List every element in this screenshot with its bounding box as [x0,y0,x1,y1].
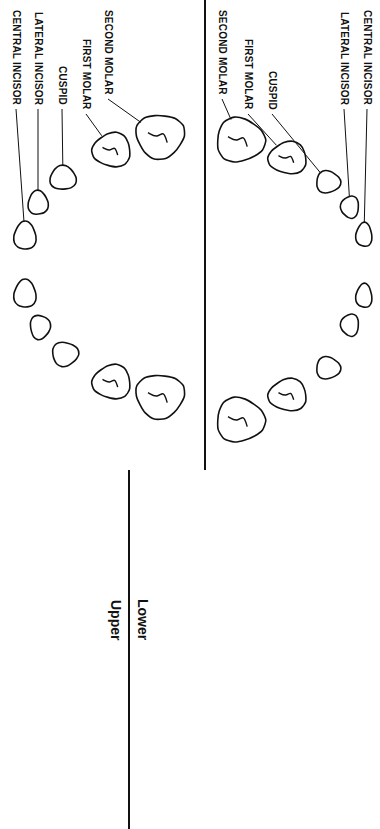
leader-line [62,109,64,166]
tooth-outline [92,132,130,167]
tooth-cusp [279,156,294,163]
tooth-cusp [279,393,294,400]
tooth-outline [317,171,341,193]
tooth-cusp [103,147,118,155]
tooth-outline [28,190,48,214]
leader-line [364,109,367,223]
tooth-label: CUSPID [267,71,277,110]
divider-line [204,0,206,470]
tooth-outline [268,141,306,174]
tooth-outline [50,165,76,189]
divider-line [128,470,130,829]
tooth-outline [14,279,36,307]
tooth-outline [340,314,358,337]
tooth-label: SECOND MOLAR [103,10,113,95]
tooth-cusp [103,379,118,387]
tooth-cusp [228,137,247,147]
leader-line [38,109,39,191]
leader-line [222,99,231,120]
tooth-outline [317,357,341,379]
tooth-label: FIRST MOLAR [243,39,253,110]
tooth-outline [53,342,79,366]
tooth-outline [218,397,266,442]
tooth-label: LATERAL INCISOR [339,12,349,105]
tooth-label: FIRST MOLAR [81,39,91,110]
tooth-cusp [228,417,247,427]
arch-label: Lower [136,599,150,640]
leader-line [86,114,102,136]
tooth-outline [340,196,358,219]
tooth-outline [356,283,372,307]
tooth-outline [136,376,184,420]
tooth-label: LATERAL INCISOR [33,12,43,105]
tooth-outline [268,378,306,411]
tooth-label: CENTRAL INCISOR [362,10,372,105]
tooth-outline [218,117,266,162]
tooth-label: CUSPID [57,66,67,105]
tooth-outline [92,364,130,399]
tooth-cusp [148,133,167,143]
tooth-cusp [148,393,167,403]
tooth-outline [356,222,372,246]
tooth-label: CENTRAL INCISOR [11,10,21,105]
tooth-outline [30,315,50,339]
leader-line [248,114,276,145]
tooth-label: SECOND MOLAR [217,10,227,95]
tooth-outline [14,221,36,249]
leader-line [272,114,321,173]
arch-label: Upper [109,600,123,640]
leader-line [344,109,349,196]
tooth-outline [136,116,184,160]
leader-line [16,109,24,222]
leader-line [108,99,141,123]
